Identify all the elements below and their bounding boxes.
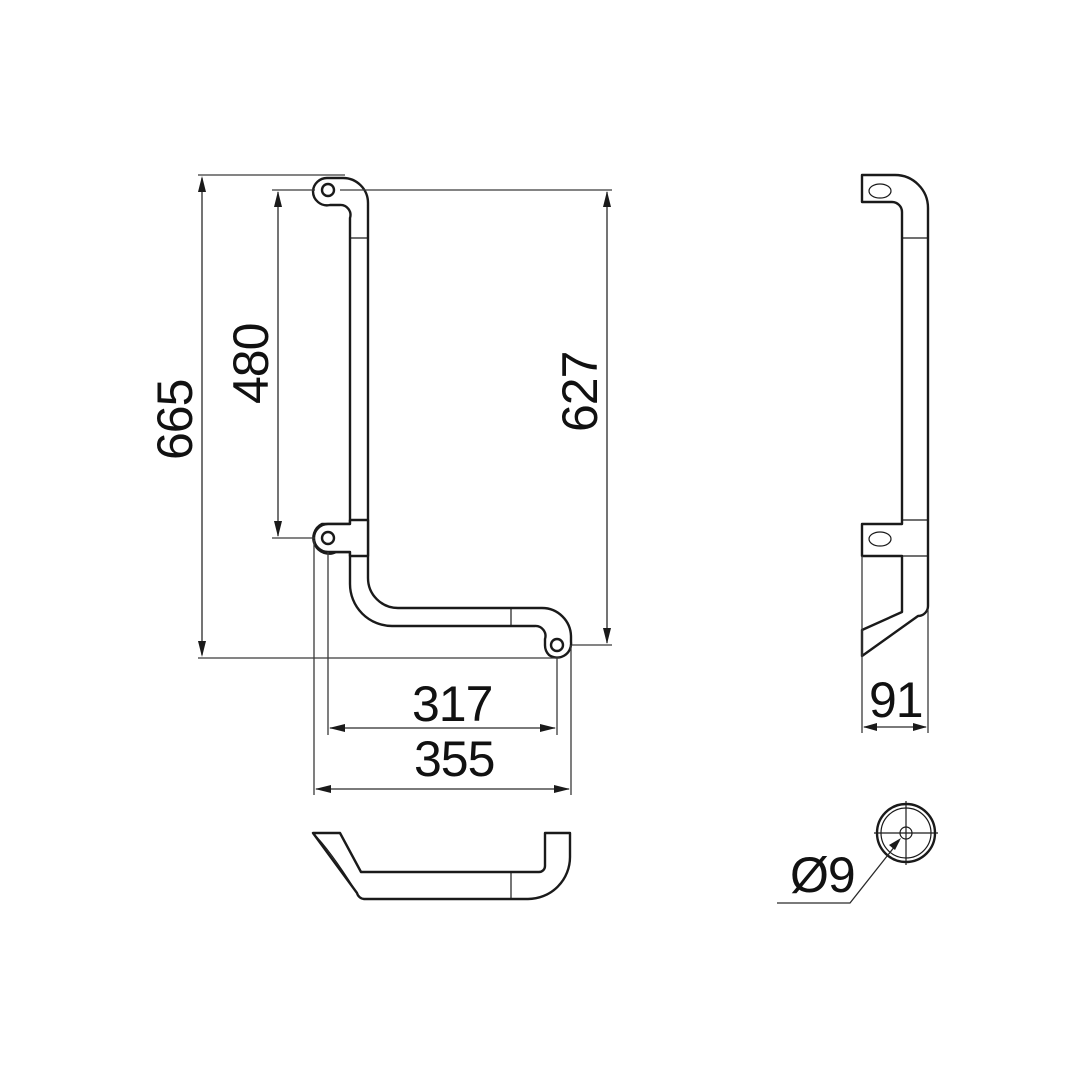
arrow-icon <box>274 191 282 207</box>
dim-hole-diameter: Ø9 <box>790 847 855 903</box>
upper-mount-hole <box>320 182 336 198</box>
arrow-icon <box>198 641 206 657</box>
arrow-icon <box>913 723 927 731</box>
side-view <box>860 173 930 658</box>
tube-section: Ø9 <box>777 801 938 904</box>
grab-bar-top-outline <box>311 831 572 901</box>
arrow-icon <box>603 628 611 644</box>
lower-mount-hole <box>320 530 336 546</box>
grab-bar-side-outline <box>860 173 930 658</box>
top-view-edge <box>312 832 358 894</box>
front-view <box>311 176 573 659</box>
dim-upper-to-lower: 627 <box>552 352 608 432</box>
upper-side-hole <box>868 183 892 199</box>
arrow-icon <box>889 838 901 850</box>
arrow-icon <box>554 785 570 793</box>
arrow-icon <box>329 724 345 732</box>
dim-mount-spacing-horizontal: 317 <box>412 676 492 732</box>
grab-bar-front-outline <box>311 176 573 659</box>
arrow-icon <box>274 521 282 537</box>
front-dimensions: 665 480 627 317 355 <box>147 174 612 795</box>
dim-mount-spacing-vertical: 480 <box>223 324 279 404</box>
arrow-icon <box>315 785 331 793</box>
dim-projection-depth: 91 <box>869 672 923 728</box>
dim-overall-height: 665 <box>147 380 203 460</box>
dim-overall-width: 355 <box>414 731 494 787</box>
lower-side-hole <box>868 531 892 547</box>
top-view <box>311 831 572 901</box>
arrow-icon <box>540 724 556 732</box>
arrow-icon <box>198 176 206 192</box>
end-mount-hole <box>549 637 565 653</box>
arrow-icon <box>603 191 611 207</box>
diameter-leader <box>777 840 900 904</box>
side-dimensions: 91 <box>861 556 929 733</box>
arrow-icon <box>863 723 877 731</box>
